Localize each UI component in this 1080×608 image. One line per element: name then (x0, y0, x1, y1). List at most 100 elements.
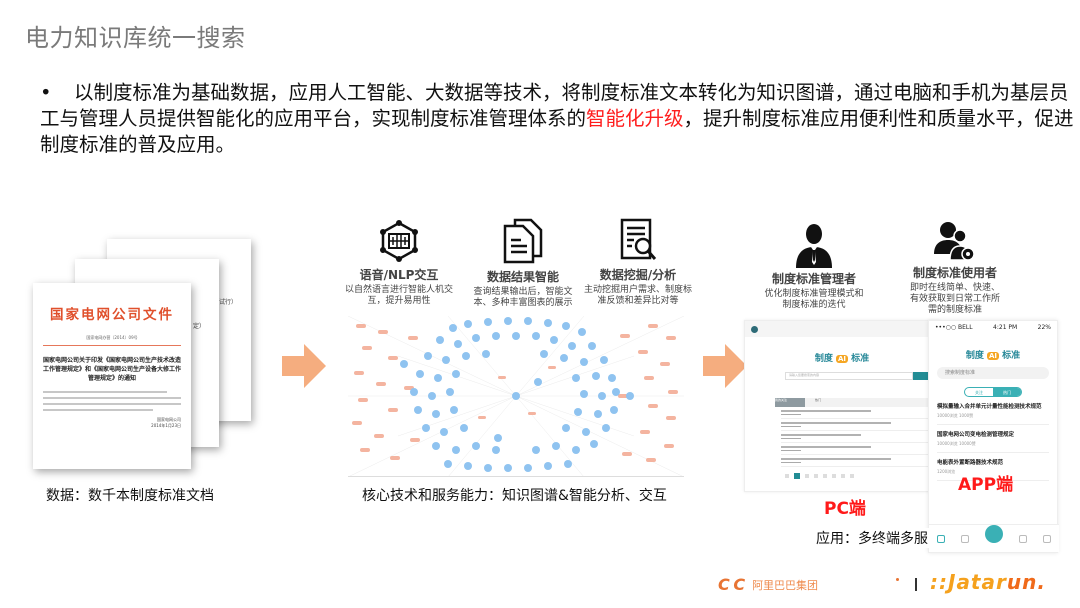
alibaba-mark-icon: C C (718, 575, 745, 594)
pc-label: PC端 (824, 499, 866, 519)
app-segment-control: 关注 热门 (964, 387, 1022, 397)
intro-highlight: 智能化升级 (586, 107, 684, 130)
app-search-input[interactable]: 搜索制度标准 (937, 367, 1049, 379)
documents-icon (503, 218, 543, 264)
brand-left: 制度 (965, 351, 984, 361)
profile-tab-icon[interactable] (1043, 534, 1051, 543)
segment-follow[interactable]: 关注 (975, 390, 983, 395)
app-status-bar: •••○○ BELL 4:21 PM 22% (929, 321, 1057, 334)
document-number: 国家电网办营〔2014〕09号 (86, 335, 138, 340)
list-item[interactable]: 电能表外置断路器技术规范 1200浏览 (937, 453, 1049, 481)
pc-nav (745, 321, 939, 337)
status-carrier: •••○○ BELL (935, 324, 973, 331)
status-battery: 22% (1037, 324, 1051, 331)
pc-tab-follow[interactable]: 我的关注 (775, 398, 805, 407)
document-date: 2014年1月23日 (151, 423, 181, 428)
bullet: • (40, 81, 52, 104)
list-item[interactable]: 模拟量输入合并单元计量性能检测技术规范 10000浏览 1000赞 (937, 397, 1049, 425)
role-user: 制度标准使用者 即时在线简单、快速、有效获取到日常工作所需的制度标准 (910, 220, 1000, 316)
page-title: 电力知识库统一搜索 (25, 24, 246, 52)
voice-network-icon (380, 220, 418, 262)
ai-badge-icon: AI (835, 355, 849, 363)
alibaba-logo: C C 阿里巴巴集团 (718, 575, 818, 594)
pc-screenshot: 制度 AI 标准 请输入您要搜索的内容 我的关注 热门 (744, 320, 940, 492)
segment-hot[interactable]: 热门 (993, 388, 1021, 396)
pc-tab-hot[interactable]: 热门 (815, 398, 822, 402)
role-name: 制度标准管理者 (771, 272, 856, 286)
ai-badge-icon: AI (986, 352, 1000, 360)
list-item[interactable] (781, 431, 931, 443)
feature-voice-nlp: 语音/NLP交互 以自然语言进行智能人机交互，提升易用性 (344, 220, 454, 307)
sgcc-logo-icon (751, 325, 758, 333)
item-title: 模拟量输入合并单元计量性能检测技术规范 (937, 404, 1042, 410)
feature-data-results: 数据结果智能 查询结果输出后，智能文本、多种丰富图表的展示 (470, 218, 576, 309)
pc-search-input[interactable]: 请输入您要搜索的内容 (785, 372, 913, 380)
brand-right: 标准 (1002, 351, 1021, 361)
feature-name: 数据挖掘/分析 (599, 268, 677, 282)
alibaba-text: 阿里巴巴集团 (752, 578, 819, 592)
document-body-lines (43, 391, 181, 411)
document-search-icon (620, 218, 657, 260)
microphone-button-icon[interactable] (985, 524, 1003, 543)
role-manager: 制度标准管理者 优化制度标准管理模式和制度标准的迭代 (764, 222, 864, 311)
list-item[interactable] (781, 443, 931, 455)
document-rule (43, 345, 181, 346)
chat-tab-icon[interactable] (1019, 534, 1027, 543)
feature-desc: 主动挖掘用户需求、制度标准反馈和差异比对等 (583, 285, 692, 306)
users-gear-icon (934, 222, 975, 261)
pc-pagination[interactable] (785, 473, 939, 479)
list-item[interactable] (781, 455, 931, 467)
document-page-front: 国家电网公司文件 国家电网办营〔2014〕09号 国家电网公司关于印发《国家电网… (33, 283, 191, 469)
logo-separator (915, 578, 917, 591)
app-label: APP端 (958, 475, 1014, 495)
document-subject: 国家电网公司关于印发《国家电网公司生产技术改造工作管理规定》和《国家电网公司生产… (43, 357, 182, 382)
page-fragment: 试行） (219, 299, 238, 306)
core-caption: 核心技术和服务能力：知识图谱&智能分析、交互 (362, 488, 667, 504)
item-title: 电能表外置断路器技术规范 (937, 460, 1004, 466)
list-item[interactable]: 国家电网公司变电检测管理规定 10000浏览 10000赞 (937, 425, 1049, 453)
item-meta: 10000浏览 10000赞 (937, 441, 976, 446)
role-desc: 即时在线简单、快速、有效获取到日常工作所需的制度标准 (910, 283, 1001, 315)
list-item[interactable] (781, 407, 931, 419)
arrow-right-icon (703, 344, 747, 388)
library-tab-icon[interactable] (961, 534, 969, 543)
pc-tabs: 我的关注 热门 (775, 398, 935, 407)
role-name: 制度标准使用者 (912, 266, 997, 280)
datafun-tail: un. (1006, 570, 1046, 594)
status-time: 4:21 PM (993, 324, 1018, 331)
brand-left: 制度 (814, 354, 833, 364)
document-header: 国家电网公司文件 (50, 307, 174, 323)
feature-desc: 查询结果输出后，智能文本、多种丰富图表的展示 (473, 287, 573, 308)
documents-caption: 数据：数千本制度标准文档 (46, 488, 214, 504)
role-desc: 优化制度标准管理模式和制度标准的迭代 (764, 289, 864, 310)
document-stack: 试行） 定） 国家电网公司文件 国家电网办营〔2014〕09号 国家电网公司关于… (25, 233, 255, 478)
application-caption: 应用：多终端多服 (816, 528, 930, 548)
feature-name: 数据结果智能 (486, 270, 559, 284)
page-fragment: 定） (193, 323, 206, 330)
app-brand: 制度 AI 标准 (929, 348, 1057, 361)
manager-icon (796, 224, 832, 268)
pc-search-bar[interactable]: 请输入您要搜索的内容 (785, 372, 933, 380)
pc-brand: 制度 AI 标准 (745, 351, 939, 364)
intro-text-after: ，提升制度标准应用便利性和质量水平，促进制度标准的普及应用。 (40, 107, 1074, 156)
intro-paragraph: •以制度标准为基础数据，应用人工智能、大数据等技术，将制度标准文本转化为知识图谱… (40, 80, 1080, 158)
decorative-dot (896, 578, 899, 581)
document-signature: 国家电网公司 (157, 417, 181, 422)
feature-data-mining: 数据挖掘/分析 主动挖掘用户需求、制度标准反馈和差异比对等 (580, 218, 696, 307)
app-tab-bar (929, 524, 1059, 552)
arrow-right-icon (282, 344, 326, 388)
knowledge-graph (348, 316, 684, 477)
datafun-main: ::Jatar (930, 570, 1007, 594)
datafun-logo: ::Jatarun. (930, 570, 1046, 594)
intro-text-before: 以制度标准为基础数据，应用人工智能、大数据等技术，将制度标准文本转化为知识图谱，… (40, 81, 1069, 130)
app-screenshot: •••○○ BELL 4:21 PM 22% 制度 AI 标准 搜索制度标准 关… (928, 320, 1059, 553)
list-item[interactable] (781, 419, 931, 431)
item-title: 国家电网公司变电检测管理规定 (937, 432, 1015, 438)
feature-desc: 以自然语言进行智能人机交互，提升易用性 (344, 285, 453, 306)
feature-name: 语音/NLP交互 (359, 268, 439, 282)
pc-result-list (781, 407, 931, 467)
brand-right: 标准 (851, 354, 870, 364)
knowledge-graph-visual (348, 316, 684, 476)
search-tab-icon[interactable] (937, 534, 945, 543)
pc-search-button[interactable] (913, 372, 933, 380)
